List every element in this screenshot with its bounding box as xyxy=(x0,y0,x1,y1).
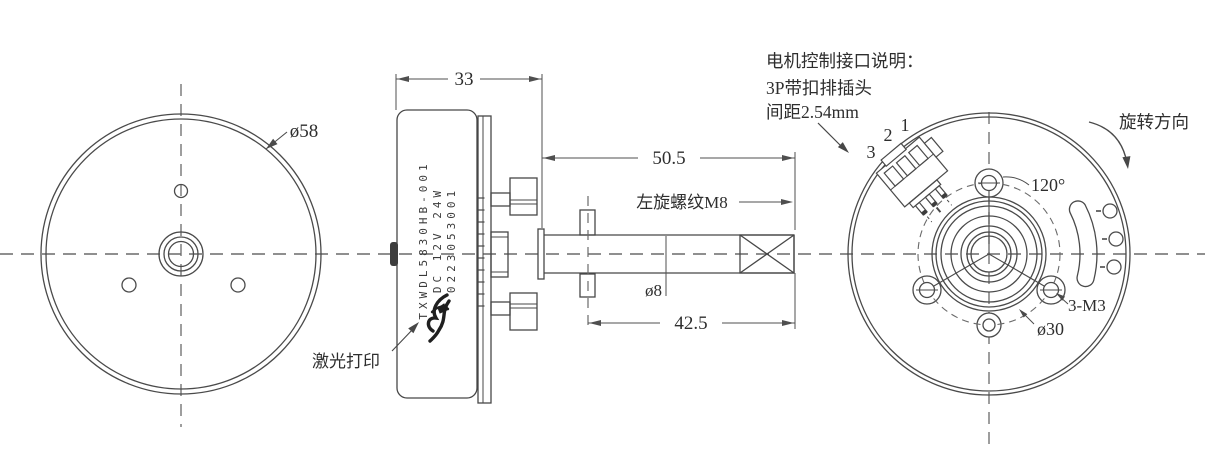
dia8-callout: ø8 xyxy=(645,236,667,300)
arrowhead-icon xyxy=(408,322,419,334)
dim-42-5: 42.5 xyxy=(588,273,796,334)
front-view: ø58 xyxy=(40,84,322,427)
bracket-bottom-tab xyxy=(509,292,538,331)
arrowhead-icon xyxy=(589,320,601,326)
arrowhead-icon xyxy=(1019,309,1028,318)
dia8-label: ø8 xyxy=(645,281,662,300)
front-outer-circle xyxy=(40,113,322,395)
bracket-top-link xyxy=(490,192,511,207)
rotation-label: 旋转方向 xyxy=(1119,112,1189,132)
front-hole-lower-right xyxy=(230,277,246,293)
connector-tab xyxy=(923,136,944,158)
dim-50-5: 50.5 xyxy=(542,148,796,230)
front-hub-mid xyxy=(163,236,199,272)
pin-3-label: 3 xyxy=(867,142,876,162)
rear-view: 3 2 1 120° 3-M3 ø30 旋转方向 xyxy=(847,112,1189,448)
bolt-circle-label: ø30 xyxy=(1037,319,1064,339)
front-inner-circle xyxy=(45,118,317,390)
thread-callout: 左旋螺纹M8 xyxy=(636,193,793,212)
flange-plate xyxy=(477,115,492,404)
vent-holes xyxy=(1096,203,1124,275)
front-hole-lower-left xyxy=(121,277,137,293)
dim-33-label: 33 xyxy=(455,69,474,90)
dia58-label: ø58 xyxy=(290,121,319,142)
connector-note-line1: 电机控制接口说明： xyxy=(766,51,924,71)
arrowhead-icon xyxy=(782,320,794,326)
threaded-section xyxy=(739,234,795,274)
brand-logo-icon xyxy=(426,293,451,343)
front-hub-outer xyxy=(158,231,204,277)
connector-note-line3: 间距2.54mm xyxy=(766,102,859,122)
nameplate-rating: DC 12V 24W xyxy=(431,187,444,293)
vent-slot xyxy=(1068,200,1098,288)
pin-2-label: 2 xyxy=(884,125,893,145)
arrowhead-icon xyxy=(782,155,794,161)
bearing-washer xyxy=(537,228,545,280)
front-hub-bore xyxy=(167,240,195,268)
arrowhead-icon xyxy=(837,142,849,153)
shaft-boss xyxy=(490,231,509,278)
connector-note: 电机控制接口说明： 3P带扣排插头 间距2.54mm xyxy=(766,51,924,153)
dia58-arrowhead-icon xyxy=(266,138,278,149)
arrowhead-icon xyxy=(529,76,541,82)
flange-ribs xyxy=(478,197,485,307)
front-hole-top xyxy=(173,183,189,199)
connector-slot-3 xyxy=(883,165,905,187)
bolt-circle-callout: ø30 xyxy=(1019,309,1064,339)
rotation-callout: 旋转方向 xyxy=(1088,112,1189,169)
rear-inner-circle xyxy=(851,116,1127,392)
connector-note-line2: 3P带扣排插头 xyxy=(766,78,872,98)
hub-spokes xyxy=(926,183,1052,291)
angle-label: 120° xyxy=(1031,175,1065,195)
rear-outer-circle xyxy=(847,112,1131,396)
arrowhead-icon xyxy=(397,76,409,82)
connector-3p xyxy=(875,136,953,223)
m3-holes xyxy=(916,174,1062,332)
bracket-top-tab xyxy=(509,177,538,216)
screw-callout: 3-M3 xyxy=(1056,293,1106,315)
nameplate-serial: 0223053001 xyxy=(445,187,458,293)
laser-print-label: 激光打印 xyxy=(312,352,380,371)
bracket-bottom-link xyxy=(490,301,511,316)
arrowhead-icon xyxy=(543,155,555,161)
connector-slot-2 xyxy=(895,154,917,177)
laser-print-callout: 激光打印 xyxy=(312,322,419,371)
connector-note-leader xyxy=(817,122,844,149)
nameplate-model: TXWDL5830HB-001 xyxy=(417,160,430,319)
connector-slot-1 xyxy=(907,144,929,167)
dim-50-5-label: 50.5 xyxy=(652,148,685,169)
bottom-pilot-hole xyxy=(982,318,996,332)
thread-label: 左旋螺纹M8 xyxy=(636,193,728,212)
screw-label: 3-M3 xyxy=(1068,296,1106,315)
terminal-bump xyxy=(390,242,398,266)
pin-1-label: 1 xyxy=(901,115,910,135)
dim-42-5-label: 42.5 xyxy=(674,313,707,334)
arrowhead-icon xyxy=(1056,293,1065,301)
side-view: TXWDL5830HB-001 DC 12V 24W 0223053001 33 xyxy=(312,69,796,404)
dim-33: 33 xyxy=(395,69,543,228)
arrowhead-icon xyxy=(781,199,793,205)
connector-latch xyxy=(880,142,908,168)
angle-callout: 120° xyxy=(1002,175,1065,195)
rotation-arrowhead-icon xyxy=(1122,156,1131,169)
